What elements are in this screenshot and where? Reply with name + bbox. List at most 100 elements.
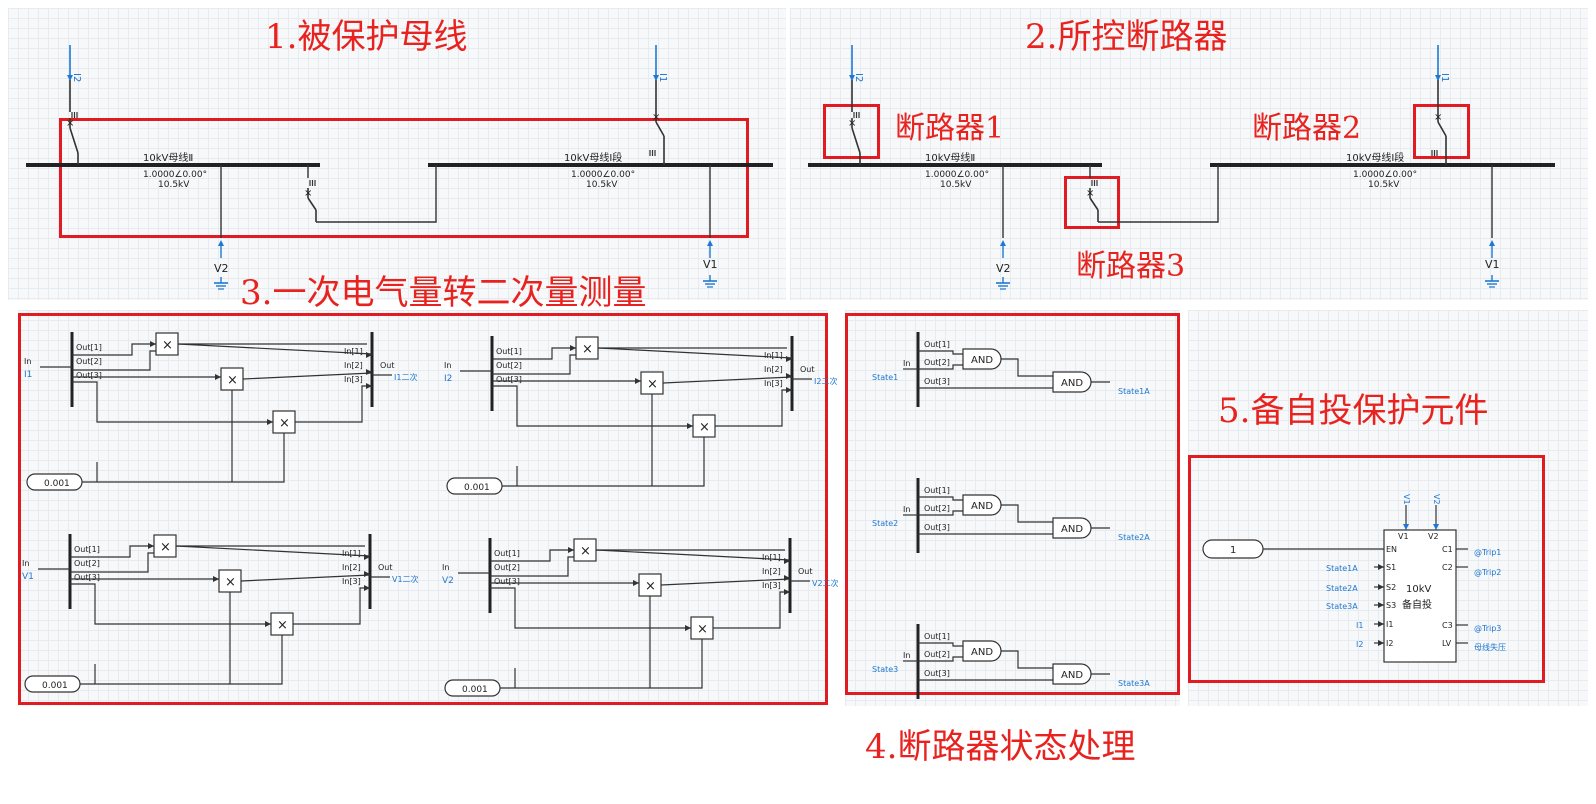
demux-in-label: In [444,361,451,370]
bus-2-name: 10kV母线Ⅱ [143,151,193,164]
mux-in1: In[1] [342,549,361,558]
mux-out-label: Out [800,365,815,374]
demux-out2: Out[2] [924,650,950,659]
protection-left-pin: I1 [1386,620,1393,629]
demux-out1: Out[1] [76,343,102,352]
demux-out1: Out[1] [74,545,100,554]
current-source-arrow-icon [653,75,659,81]
arrow-right-icon [364,554,370,560]
and-gate-label: AND [971,647,993,658]
wire [500,639,703,689]
wire [175,545,371,557]
wire [918,364,963,370]
highlight-bus-section [59,118,749,238]
demux-out1: Out[1] [924,632,950,641]
current-source-arrow-icon [849,75,855,81]
protection-left-signal: State2A [1326,584,1358,593]
constant-value: 0.001 [42,681,68,691]
highlight-breaker-3 [1064,176,1120,229]
breaker-incoming-1 [655,121,665,137]
multiplier-symbol: × [227,373,238,388]
current-source-arrow-icon [67,75,73,81]
demux-in-label: In [24,357,31,366]
protection-right-signal: @Trip3 [1474,624,1501,633]
protection-left-pin: S3 [1386,601,1396,610]
demux-out3: Out[3] [496,375,522,384]
mux-in1: In[1] [762,553,781,562]
protection-left-pin: EN [1386,545,1397,554]
arrow-right-icon [364,585,370,591]
multiplier-symbol: × [162,338,173,353]
measure-input-label: I1 [24,370,32,380]
protection-block [1383,529,1457,663]
voltage-source-arrow-icon [1000,240,1006,246]
v2-label: V2 [214,262,229,275]
breaker-label-1: 断路器1 [895,111,1005,146]
mux-in1: In[1] [764,351,783,360]
breaker-label-3: 断路器3 [1076,249,1186,284]
multiplier-symbol: × [697,622,708,637]
highlight-state [845,313,1180,695]
multiplier-symbol: × [647,377,658,392]
arrow-right-icon [148,543,154,549]
bus-2-voltage: 1.0000∠0.00° [925,170,989,180]
wire [70,583,271,625]
breaker-incoming-1 [1437,121,1447,137]
multiplier-symbol: × [160,540,171,555]
arrow-right-icon [366,369,372,375]
multiplier-symbol: × [582,342,593,357]
arrow-right-icon [570,345,576,351]
wire [492,385,693,427]
arrow-right-icon [1378,621,1384,627]
bus-1-voltage: 1.0000∠0.00° [571,170,635,180]
canvas-measure [18,310,828,706]
v2-label: V2 [996,262,1011,275]
arrow-right-icon [786,373,792,379]
demux-in-label: In [903,651,910,660]
source-label: I1 [657,73,668,82]
state-input-label: State1 [872,373,898,382]
arrow-right-icon [1378,640,1384,646]
mux-in3: In[3] [764,379,783,388]
multiplier-symbol: × [277,618,288,633]
arrow-right-icon [635,378,641,384]
protection-left-signal: State3A [1326,602,1358,611]
mux-out-label: Out [380,361,395,370]
demux-out1: Out[1] [496,347,522,356]
wire [242,372,373,380]
demux-in-label: In [22,559,29,568]
state-input-label: State3 [872,665,898,674]
and-gate [1052,663,1092,685]
and-gate-label: AND [971,355,993,366]
breaker-mark-icon: × [304,188,312,199]
wire [597,347,793,359]
highlight-measurement [18,313,828,705]
wire [70,552,154,573]
measure-output-label: V2二次 [812,578,839,588]
state-output-label: State1A [1118,387,1150,396]
v1-label: V1 [1485,258,1500,271]
breaker-incoming-2 [851,127,861,154]
demux-out3: Out[3] [924,377,950,386]
protection-top-signal: V1 [1402,494,1411,505]
and-gate [962,640,1002,662]
wire [662,376,793,384]
coupler-wire [1098,165,1219,223]
bus-1-voltage: 1.0000∠0.00° [1353,170,1417,180]
mux-in3: In[3] [342,577,361,586]
bus-2-kv: 10.5kV [940,180,972,190]
arrow-right-icon [786,387,792,393]
arrow-right-icon [366,352,372,358]
arrow-right-icon [784,589,790,595]
demux-in-label: In [442,563,449,572]
breaker-mark-icon: × [1434,112,1442,123]
and-gate-label: AND [1061,524,1083,535]
protection-right-pin: C3 [1442,621,1453,630]
demux-out2: Out[2] [924,504,950,513]
arrow-right-icon [568,547,574,553]
mux-in2: In[2] [764,365,783,374]
wire [595,549,791,561]
state-output-label: State2A [1118,533,1150,542]
breaker-mark-icon: × [66,118,74,129]
voltage-source-arrow-icon [218,240,224,246]
